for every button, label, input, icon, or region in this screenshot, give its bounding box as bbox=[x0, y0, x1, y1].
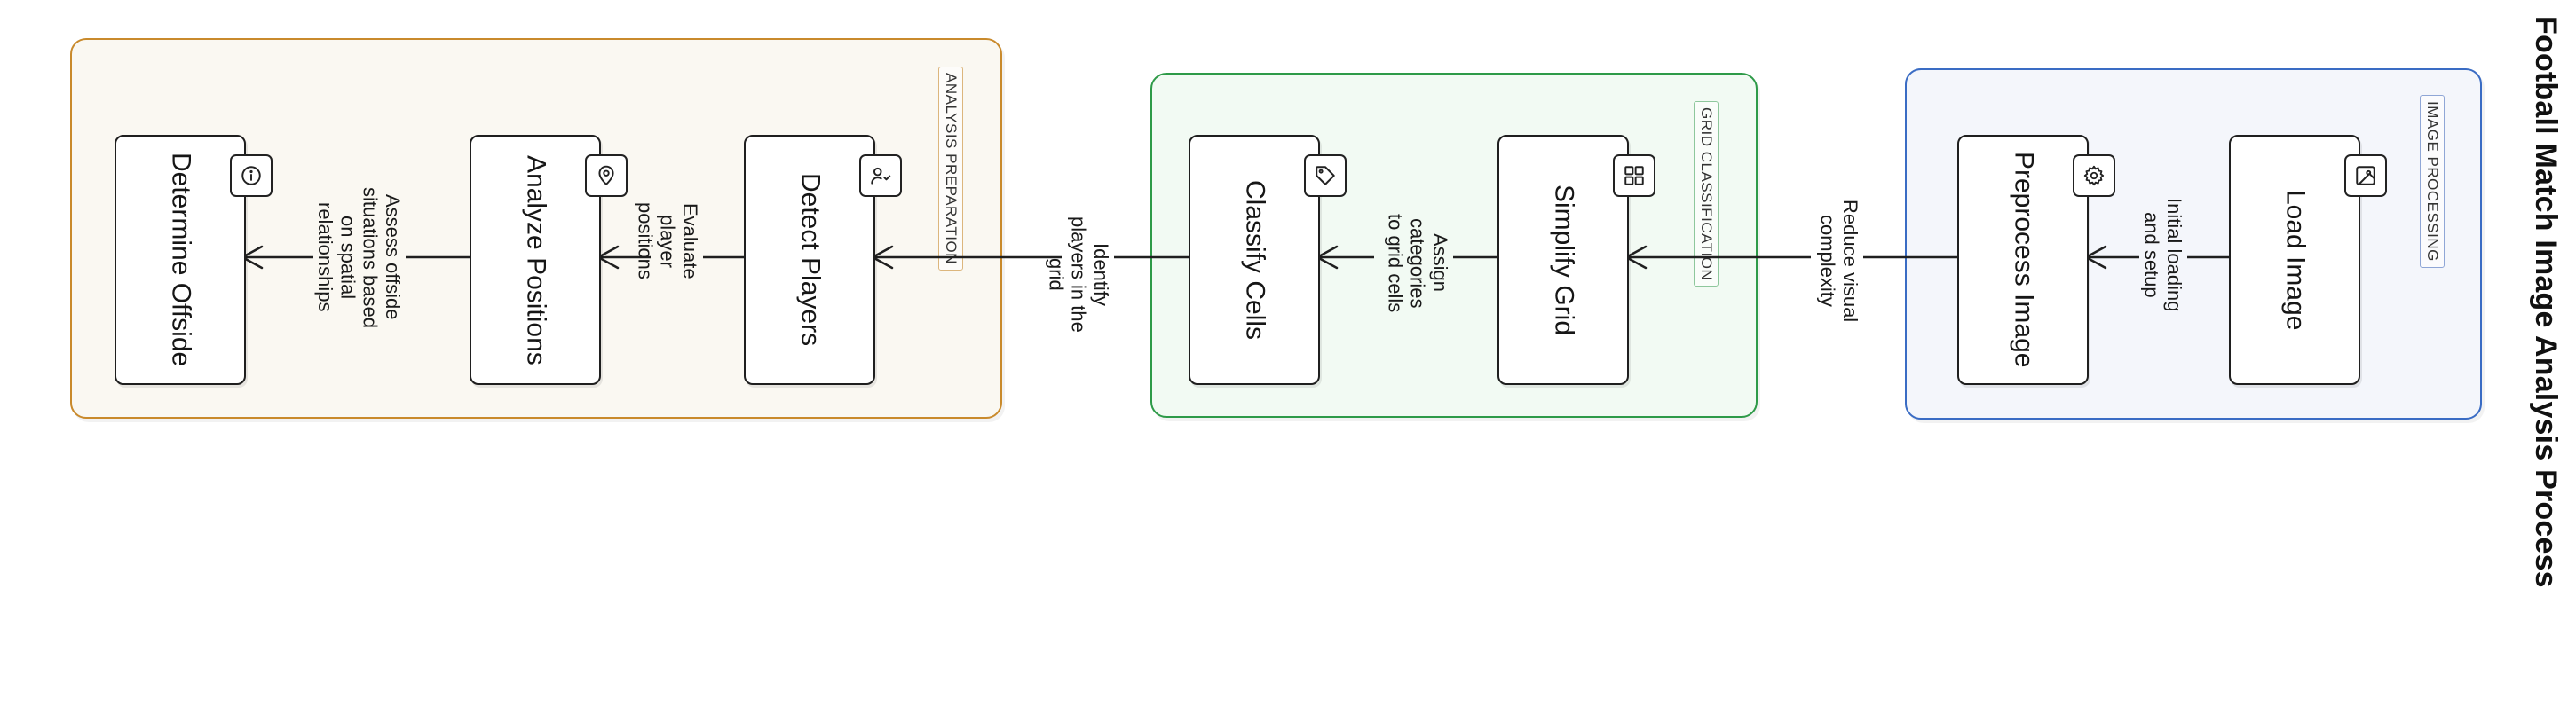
diagram-title: Football Match Image Analysis Process bbox=[2529, 16, 2563, 588]
node-label-classify-cells: Classify Cells bbox=[1240, 179, 1270, 341]
node-label-preprocess-image: Preprocess Image bbox=[2009, 152, 2039, 368]
node-simplify-grid: Simplify Grid bbox=[1497, 135, 1655, 385]
node-label-load-image: Load Image bbox=[2280, 189, 2311, 331]
node-classify-cells: Classify Cells bbox=[1189, 135, 1347, 385]
info-icon bbox=[230, 154, 273, 197]
node-analyze-positions: Analyze Positions bbox=[470, 135, 628, 385]
tag-icon bbox=[1304, 154, 1347, 197]
group-label-analysis-preparation: ANALYSIS PREPARATION bbox=[938, 67, 963, 271]
edge-label-preprocess-to-simplify: Reduce visual complexity bbox=[1811, 182, 1863, 340]
node-detect-players: Detect Players bbox=[744, 135, 902, 385]
node-label-simplify-grid: Simplify Grid bbox=[1549, 184, 1579, 336]
edge-label-load-to-preprocess: Initial loading and setup bbox=[2139, 185, 2187, 325]
image-icon bbox=[2344, 154, 2387, 197]
user-scan-icon bbox=[859, 154, 902, 197]
node-label-analyze-positions: Analyze Positions bbox=[521, 154, 551, 365]
edge-label-classify-to-detect: Identify players in the grid bbox=[1045, 211, 1114, 338]
node-load-image: Load Image bbox=[2229, 135, 2387, 385]
location-pin-icon bbox=[585, 154, 628, 197]
node-label-determine-offside: Determine Offside bbox=[166, 153, 196, 367]
edge-label-analyze-to-determine: Assess offside situations based on spati… bbox=[313, 174, 406, 341]
node-determine-offside: Determine Offside bbox=[115, 135, 273, 385]
node-preprocess-image: Preprocess Image bbox=[1957, 135, 2115, 385]
grid-icon bbox=[1613, 154, 1655, 197]
edge-label-simplify-to-classify: Assign categories to grid cells bbox=[1374, 204, 1453, 322]
edge-label-detect-to-analyze: Evaluate player positions bbox=[634, 173, 703, 309]
gear-icon bbox=[2073, 154, 2115, 197]
node-label-detect-players: Detect Players bbox=[795, 173, 826, 347]
group-label-grid-classification: GRID CLASSIFICATION bbox=[1694, 101, 1719, 287]
group-label-image-processing: IMAGE PROCESSING bbox=[2420, 95, 2445, 268]
